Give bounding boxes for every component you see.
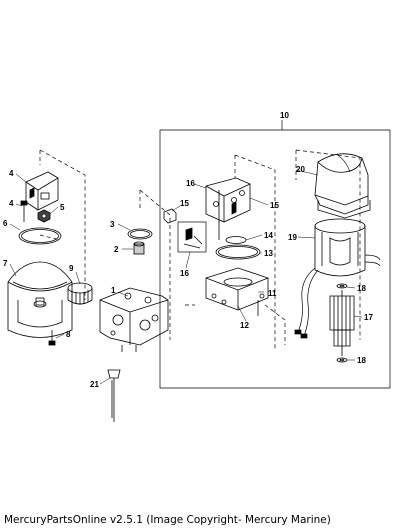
part-filler-cap	[67, 282, 93, 305]
callout-19: 19	[288, 233, 297, 242]
part-check-valve-kit	[177, 221, 207, 253]
part-motor-cover	[314, 153, 371, 219]
callout-4b: 4	[9, 199, 14, 208]
callout-14: 14	[264, 231, 273, 240]
part-valve-plate	[205, 177, 251, 240]
copyright-footer: MercuryPartsOnline v2.5.1 (Image Copyrig…	[4, 514, 331, 526]
callout-3: 3	[110, 220, 115, 229]
callout-12: 12	[240, 321, 249, 330]
assembly-box-10	[159, 120, 391, 389]
part-spool	[133, 241, 145, 255]
exploded-parts-diagram: 10 4 4 5 6 7 8 9 3 2 1 15 16 16 14 13 11…	[3, 111, 391, 422]
callout-2: 2	[114, 245, 119, 254]
part-o-ring-13	[215, 244, 261, 260]
part-o-ring-14	[225, 236, 247, 244]
part-armature	[329, 290, 355, 356]
callout-16a: 16	[186, 179, 195, 188]
callout-20: 20	[296, 165, 305, 174]
callout-1: 1	[111, 286, 116, 295]
part-fitting-15	[163, 208, 177, 224]
part-washer-upper	[336, 283, 348, 289]
part-o-ring-large	[18, 227, 62, 245]
callout-8: 8	[66, 330, 71, 339]
callout-18b: 18	[357, 356, 366, 365]
callout-18a: 18	[357, 284, 366, 293]
callout-labels: 10 4 4 5 6 7 8 9 3 2 1 15 16 16 14 13 11…	[3, 111, 373, 389]
part-reservoir	[7, 261, 73, 338]
part-cap-valve	[25, 171, 59, 211]
part-o-ring-small	[127, 228, 153, 240]
callout-16b: 16	[180, 269, 189, 278]
part-bolt-8	[48, 330, 56, 346]
callout-17: 17	[364, 313, 373, 322]
callout-4a: 4	[9, 169, 14, 178]
leader-lines	[9, 169, 363, 385]
part-bolt-4	[20, 200, 28, 222]
part-nut	[37, 209, 51, 223]
callout-15a: 15	[180, 199, 189, 208]
callout-15b: 15	[270, 201, 279, 210]
callout-13: 13	[264, 249, 273, 258]
part-end-cap	[205, 267, 269, 316]
part-washer-lower	[336, 357, 348, 363]
assembly-guide-lines	[39, 149, 361, 350]
part-field-frame	[314, 218, 381, 277]
callout-10: 10	[280, 111, 289, 120]
callout-9: 9	[69, 264, 74, 273]
callout-5: 5	[60, 203, 65, 212]
part-dipstick	[107, 369, 121, 422]
part-pump-body	[99, 287, 169, 352]
part-wires	[294, 267, 319, 339]
callout-21: 21	[90, 380, 99, 389]
callout-6: 6	[3, 219, 8, 228]
callout-11: 11	[268, 289, 277, 298]
callout-7: 7	[3, 259, 8, 268]
